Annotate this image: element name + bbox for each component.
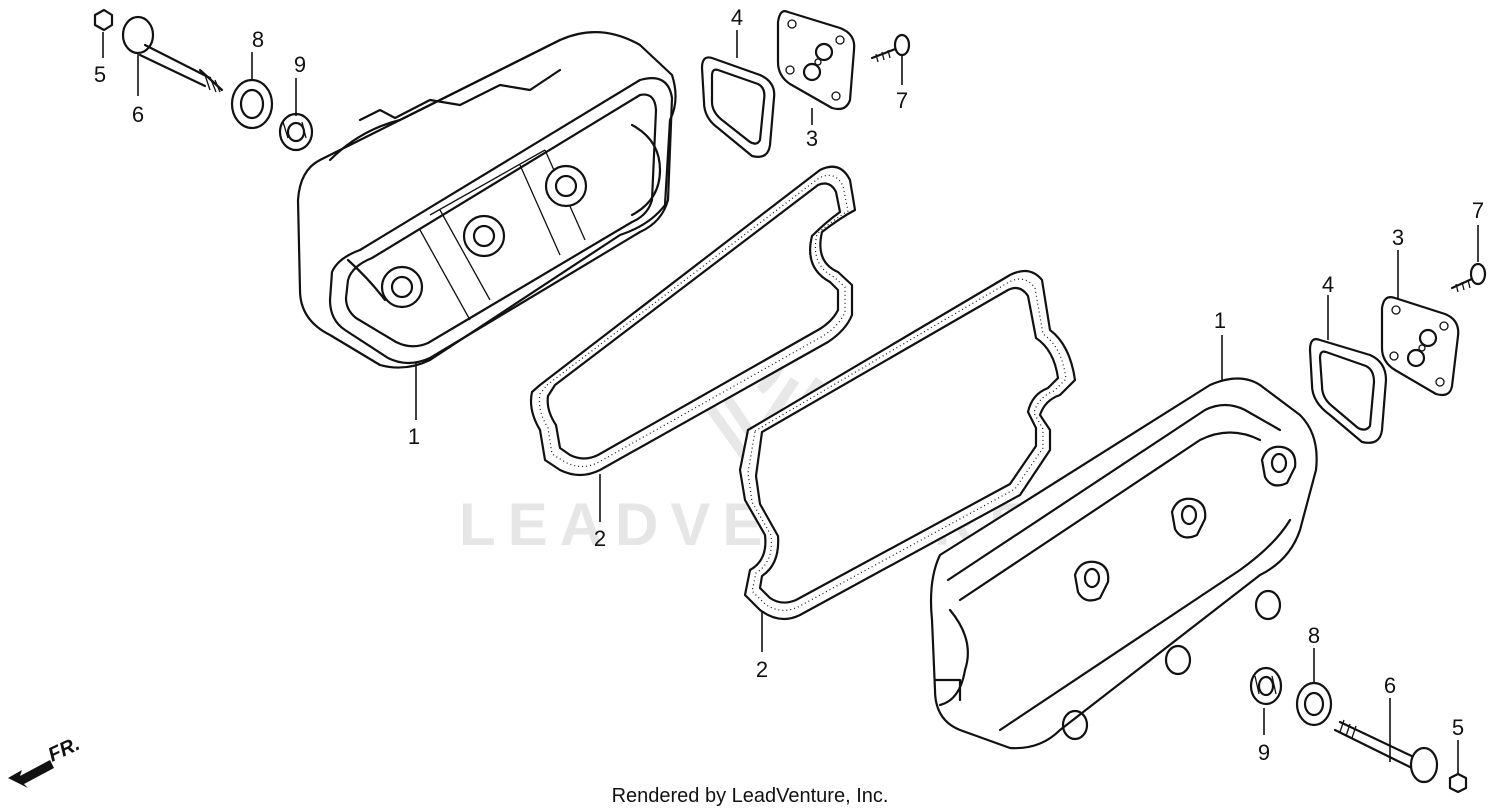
plate-3-upper (776, 10, 856, 111)
cover-boss-2 (462, 214, 506, 258)
callout-labels: 5 6 8 9 4 3 7 1 2 2 1 4 3 7 8 6 9 5 (94, 5, 1484, 765)
callout-3: 3 (806, 126, 818, 151)
cover-bolt-boss-3 (1260, 445, 1297, 487)
footer-credit: Rendered by LeadVenture, Inc. (612, 785, 889, 807)
screw-7-lower (1450, 262, 1487, 293)
callout-7: 7 (896, 88, 908, 113)
washer-8-lower (1295, 681, 1333, 727)
plate-3-lower (1380, 296, 1460, 397)
bolt-6-lower (1333, 719, 1439, 784)
callout-5: 5 (94, 62, 106, 87)
callout-1: 1 (408, 424, 420, 449)
gasket-4-lower (1308, 338, 1388, 444)
nut-5-lower (1448, 772, 1468, 794)
cover-bolt-boss-2 (1170, 497, 1207, 539)
gasket-2-upper (529, 165, 857, 477)
callout-4: 4 (731, 5, 743, 30)
cover-bolt-boss-1 (1073, 560, 1110, 602)
callout-2: 2 (594, 526, 606, 551)
callout-8: 8 (252, 27, 264, 52)
callout-4: 4 (1322, 272, 1334, 297)
callout-6: 6 (1384, 673, 1396, 698)
callout-6: 6 (132, 102, 144, 127)
front-arrow-icon (8, 760, 54, 788)
valve-cover-right (929, 377, 1318, 750)
washer-8-upper (230, 78, 274, 130)
leader-lines (102, 30, 1479, 774)
front-direction-indicator: FR. (8, 733, 83, 788)
nut-5-upper (93, 8, 114, 32)
cover-boss-1 (380, 265, 424, 309)
callout-1: 1 (1214, 308, 1226, 333)
grommet-9-lower (1249, 666, 1283, 706)
callout-8: 8 (1308, 623, 1320, 648)
grommet-9-upper (278, 112, 314, 152)
callout-3: 3 (1392, 225, 1404, 250)
callout-9: 9 (294, 52, 306, 77)
gasket-4-upper (700, 56, 776, 158)
cover-boss-3 (544, 164, 588, 208)
callout-9: 9 (1258, 740, 1270, 765)
valve-cover-left (296, 31, 677, 369)
bolt-6-upper (121, 15, 224, 93)
gasket-2-lower (738, 269, 1077, 621)
callout-7: 7 (1472, 198, 1484, 223)
callout-5: 5 (1452, 715, 1464, 740)
screw-7-upper (870, 33, 911, 63)
callout-2: 2 (756, 657, 768, 682)
